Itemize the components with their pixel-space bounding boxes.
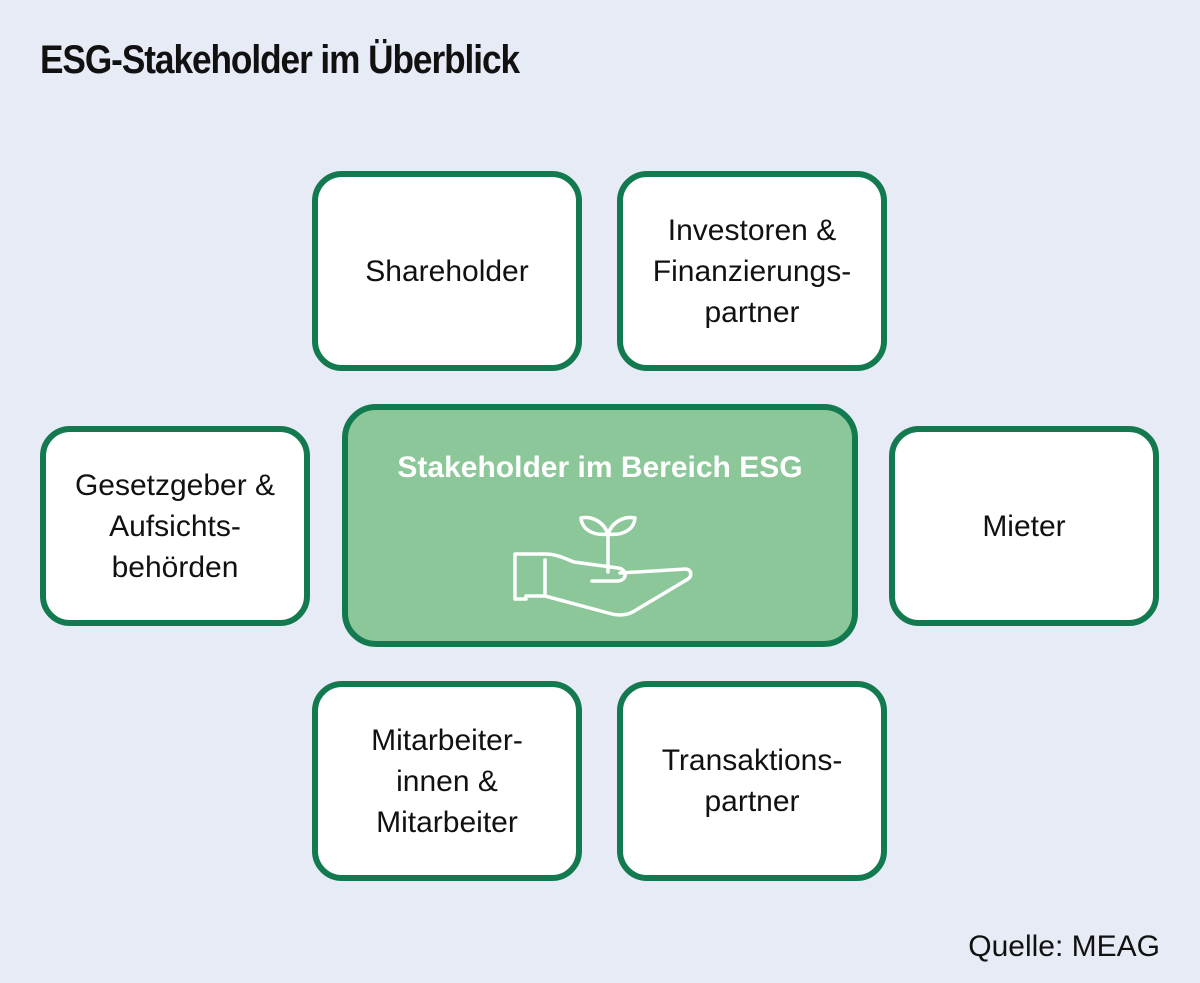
source-note: Quelle: MEAG <box>968 930 1160 963</box>
hand-with-seedling-icon <box>513 515 693 617</box>
stakeholder-label: Shareholder <box>365 254 529 288</box>
center-box: Stakeholder im Bereich ESG <box>342 404 858 647</box>
center-label: Stakeholder im Bereich ESG <box>397 451 803 484</box>
stakeholder-label: Gesetzgeber & Aufsichts- behörden <box>74 468 276 584</box>
stakeholder-label: Mieter <box>982 509 1066 543</box>
stakeholder-box-transaktionspartner: Transaktions- partner <box>617 681 887 881</box>
stakeholder-box-gesetzgeber: Gesetzgeber & Aufsichts- behörden <box>40 426 310 626</box>
page-title: ESG-Stakeholder im Überblick <box>40 38 520 82</box>
stakeholder-label: Transaktions- partner <box>661 744 843 818</box>
stakeholder-box-mitarbeiter: Mitarbeiter- innen & Mitarbeiter <box>312 681 582 881</box>
stakeholder-box-mieter: Mieter <box>889 426 1159 626</box>
stakeholder-label: Mitarbeiter- innen & Mitarbeiter <box>371 723 523 839</box>
stakeholder-label: Investoren & Finanzierungs- partner <box>652 213 852 329</box>
stakeholder-box-investoren: Investoren & Finanzierungs- partner <box>617 171 887 371</box>
stakeholder-box-shareholder: Shareholder <box>312 171 582 371</box>
